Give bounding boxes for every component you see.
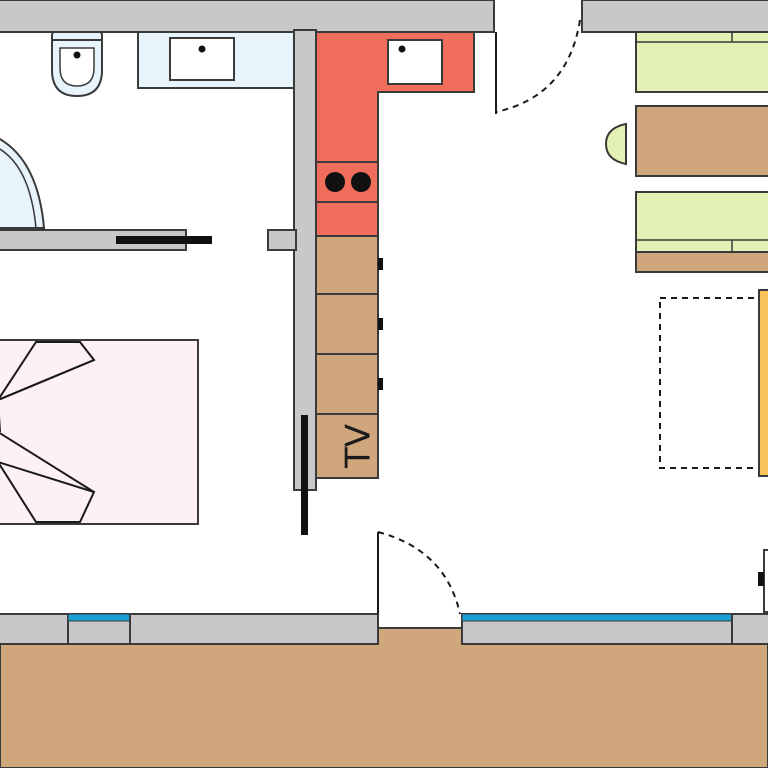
top-wall-left (0, 0, 495, 33)
double-bed-icon (0, 339, 199, 525)
bottom-wall-2 (129, 613, 379, 645)
tv-label: TV (339, 424, 379, 469)
sofa-bed-top (635, 31, 768, 93)
window-glass-small (67, 613, 131, 622)
cabinet-handle (758, 572, 764, 586)
sliding-door-vertical (301, 415, 308, 535)
dining-table (635, 105, 768, 177)
terrace-door (377, 531, 461, 615)
sliding-door-horizontal (116, 236, 212, 244)
stove-hob-icon (315, 161, 379, 203)
sink-icon (169, 37, 235, 81)
sofa-bed-bottom (635, 191, 768, 273)
side-cabinet (763, 549, 768, 613)
rug (758, 289, 768, 477)
wardrobe (315, 235, 383, 415)
partition-stub (267, 229, 297, 251)
rug-outline (659, 297, 768, 469)
window-glass-large (461, 613, 733, 622)
toilet-icon (51, 31, 103, 98)
terrace-floor (0, 627, 768, 768)
bottom-wall-1 (0, 613, 69, 645)
top-wall-right (581, 0, 768, 33)
entrance-door (495, 19, 581, 114)
kitchen-sink-icon (387, 39, 443, 85)
bottom-wall-3 (731, 613, 768, 645)
chair-icon (604, 122, 627, 166)
tv-icon: TV (315, 413, 379, 479)
shower-icon (0, 138, 46, 229)
